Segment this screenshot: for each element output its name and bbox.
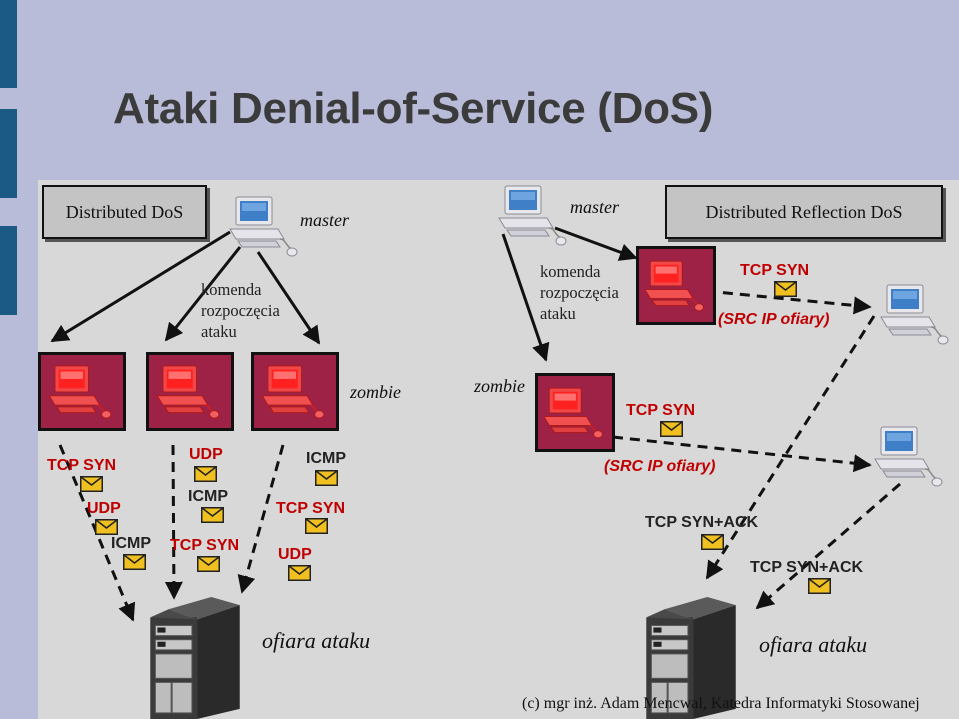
envelope-icon [194,466,217,482]
envelope-icon [197,556,220,572]
command-arrow [256,251,321,345]
reflected-response-arrow [755,482,901,610]
reflector-computer-icon [879,283,949,353]
victim-label: ofiara ataku [262,628,371,653]
packet-label: (SRC IP ofiary) [604,458,716,475]
victim-server-icon [147,597,241,719]
zombie-computer-icon [262,364,328,420]
command-line: komenda [201,280,262,299]
zombie-node [636,246,716,325]
reflect-traffic-arrow [705,289,872,315]
command-line: rozpoczęcia [540,283,619,302]
master-label: master [570,197,619,217]
envelope-icon [315,470,338,486]
envelope-icon [95,519,118,535]
packet-label: ICMP [306,450,346,467]
heading-distributed-reflection-dos: Distributed Reflection DoS [665,185,943,239]
victim-label: ofiara ataku [759,632,868,657]
reflect-traffic-arrow [612,435,872,473]
command-arrow [50,230,231,343]
command-line: komenda [540,262,601,281]
command-arrow [501,233,550,362]
zombie-computer-icon [544,386,606,440]
accent-stripe [0,0,17,88]
packet-label: TCP SYN [170,537,240,554]
packet-label: (SRC IP ofiary) [718,311,830,328]
master-computer-icon [228,195,298,265]
envelope-icon [808,578,831,594]
accent-stripe [0,109,17,198]
accent-stripe [0,226,17,315]
zombie-label: zombie [474,376,525,396]
envelope-icon [288,565,311,581]
packet-label: UDP [189,446,223,463]
zombie-node [146,352,234,431]
packet-label: TCP SYN [626,402,696,419]
zombie-node [251,352,339,431]
packet-label: UDP [278,546,312,563]
command-text: komenda rozpoczęcia ataku [201,279,280,342]
envelope-icon [305,518,328,534]
envelope-icon [123,554,146,570]
master-computer-icon [497,184,567,254]
command-line: ataku [540,304,576,323]
packet-label: ICMP [111,535,151,552]
envelope-icon [660,421,683,437]
zombie-node [535,373,615,452]
reflected-response-arrow [705,315,876,580]
zombie-node [38,352,126,431]
zombie-computer-icon [645,259,707,313]
packet-label: TCP SYN [276,500,346,517]
zombie-computer-icon [157,364,223,420]
packet-label: TCP SYN [47,457,117,474]
attack-traffic-arrow [237,444,285,594]
attack-traffic-arrow [164,444,183,600]
packet-label: TCP SYN [740,262,810,279]
envelope-icon [80,476,103,492]
zombie-computer-icon [49,364,115,420]
command-line: ataku [201,322,237,341]
reflector-computer-icon [873,425,943,495]
credit-text: (c) mgr inż. Adam Mencwal, Katedra Infor… [522,695,920,712]
envelope-icon [201,507,224,523]
slide-title: Ataki Denial-of-Service (DoS) [113,84,714,133]
packet-label: UDP [87,500,121,517]
command-arrow [554,226,638,261]
packet-label: TCP SYN+ACK [645,514,759,531]
heading-distributed-dos: Distributed DoS [42,185,207,239]
master-label: master [300,210,349,230]
envelope-icon [774,281,797,297]
command-arrow [164,246,242,342]
command-line: rozpoczęcia [201,301,280,320]
envelope-icon [701,534,724,550]
packet-label: ICMP [188,488,228,505]
command-text: komenda rozpoczęcia ataku [540,261,619,324]
packet-label: TCP SYN+ACK [750,559,864,576]
zombie-label: zombie [350,382,401,402]
